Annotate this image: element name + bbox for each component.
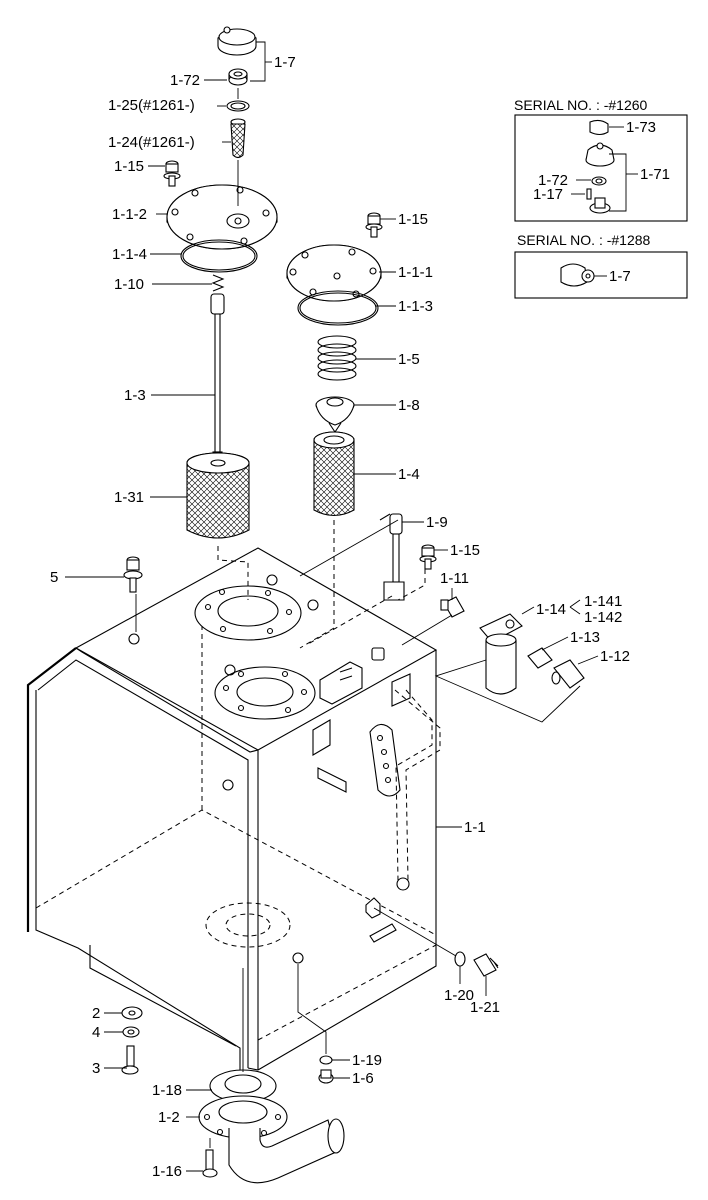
filter-element-1-31 bbox=[186, 452, 250, 539]
valve-1-8 bbox=[315, 396, 355, 433]
breather-cap-1-7 bbox=[217, 26, 257, 56]
filter-1-14 bbox=[479, 613, 523, 695]
label-1-6: 1-6 bbox=[352, 1070, 374, 1087]
label-5: 5 bbox=[50, 569, 58, 586]
strainer-1-24 bbox=[230, 118, 246, 159]
leader-lines bbox=[65, 41, 599, 1172]
cover-1-1-2 bbox=[166, 184, 278, 250]
bolt-5 bbox=[123, 556, 143, 593]
rod-1-3 bbox=[210, 293, 225, 467]
label-1-21: 1-21 bbox=[470, 999, 500, 1016]
hydraulic-tank-1-1 bbox=[26, 547, 441, 1071]
label-1-72-box: 1-72 bbox=[538, 172, 568, 189]
filter-element-1-4 bbox=[313, 431, 355, 517]
washer-1-25 bbox=[226, 100, 250, 112]
bolt-1-15-b bbox=[365, 212, 383, 238]
label-1-13: 1-13 bbox=[570, 629, 600, 646]
label-1-7-top: 1-7 bbox=[274, 54, 296, 71]
label-1-1-2: 1-1-2 bbox=[112, 206, 147, 223]
label-1-31: 1-31 bbox=[114, 489, 144, 506]
bolt-1-15-a bbox=[163, 160, 181, 187]
label-1-16: 1-16 bbox=[152, 1163, 182, 1180]
cap-1-73 bbox=[589, 119, 609, 136]
label-1-20: 1-20 bbox=[444, 987, 474, 1004]
top-flange-1 bbox=[194, 585, 302, 641]
cap-1-7-box bbox=[560, 263, 595, 287]
label-1-1-3: 1-1-3 bbox=[398, 298, 433, 315]
pin-1-17 bbox=[586, 188, 592, 200]
serial-box-2-title: SERIAL NO. : -#1288 bbox=[517, 232, 651, 248]
bolt-1-16 bbox=[202, 1149, 218, 1178]
label-1-15-b: 1-15 bbox=[398, 211, 428, 228]
label-1-19: 1-19 bbox=[352, 1052, 382, 1069]
serial-box-1-title: SERIAL NO. : -#1260 bbox=[514, 97, 648, 113]
top-flange-2 bbox=[214, 666, 316, 720]
nut-1-72-top bbox=[228, 68, 248, 86]
label-1-7-box: 1-7 bbox=[609, 268, 631, 285]
label-1-14: 1-14 bbox=[536, 601, 566, 618]
washer-4 bbox=[122, 1026, 140, 1038]
label-1-1-4: 1-1-4 bbox=[112, 246, 147, 263]
oring-1-20 bbox=[454, 951, 466, 967]
label-1-1-1: 1-1-1 bbox=[398, 264, 433, 281]
plug-1-6 bbox=[318, 1069, 334, 1084]
label-1-72-top: 1-72 bbox=[170, 72, 200, 89]
nut-1-72-box bbox=[591, 176, 607, 186]
bolt-3 bbox=[121, 1045, 139, 1075]
label-1-17: 1-17 bbox=[533, 186, 563, 203]
label-1-73: 1-73 bbox=[626, 119, 656, 136]
label-1-142: 1-142 bbox=[584, 609, 622, 626]
label-4: 4 bbox=[92, 1024, 100, 1041]
part-labels: 1-7 1-72 1-25(#1261-) 1-24(#1261-) 1-15 … bbox=[50, 54, 670, 1180]
serial-box-1 bbox=[514, 114, 688, 222]
oring-1-19 bbox=[319, 1055, 333, 1065]
label-1-1: 1-1 bbox=[464, 819, 486, 836]
label-1-15-a: 1-15 bbox=[114, 158, 144, 175]
washer-2 bbox=[121, 1006, 143, 1020]
gasket-1-1-4 bbox=[180, 239, 258, 273]
elbow-1-11 bbox=[440, 596, 465, 618]
bolt-1-15-c bbox=[419, 544, 437, 570]
label-1-8: 1-8 bbox=[398, 397, 420, 414]
label-1-141: 1-141 bbox=[584, 593, 622, 610]
label-1-9: 1-9 bbox=[426, 514, 448, 531]
label-1-2: 1-2 bbox=[158, 1109, 180, 1126]
gasket-1-1-3 bbox=[297, 290, 379, 326]
pipe-1-9 bbox=[379, 513, 405, 601]
label-1-12: 1-12 bbox=[600, 648, 630, 665]
label-1-24: 1-24(#1261-) bbox=[108, 134, 195, 151]
label-1-18: 1-18 bbox=[152, 1082, 182, 1099]
label-1-10: 1-10 bbox=[114, 276, 144, 293]
hose-1-12 bbox=[551, 659, 585, 689]
adapter-1-13 bbox=[527, 647, 553, 669]
label-1-11: 1-11 bbox=[440, 570, 469, 587]
label-1-25: 1-25(#1261-) bbox=[108, 97, 195, 114]
label-1-71: 1-71 bbox=[640, 166, 670, 183]
suction-pipe-1-2 bbox=[198, 1095, 345, 1184]
cover-1-1-1 bbox=[286, 244, 382, 302]
label-1-3: 1-3 bbox=[124, 387, 146, 404]
breather-1-71 bbox=[585, 142, 615, 167]
label-3: 3 bbox=[92, 1060, 100, 1077]
label-2: 2 bbox=[92, 1005, 100, 1022]
spring-1-10 bbox=[211, 274, 225, 292]
label-1-4: 1-4 bbox=[398, 466, 420, 483]
label-1-5: 1-5 bbox=[398, 351, 420, 368]
serial-box-2 bbox=[514, 251, 688, 299]
level-gauge bbox=[369, 723, 401, 797]
label-1-15-c: 1-15 bbox=[450, 542, 480, 559]
sensor-1-21 bbox=[473, 953, 499, 977]
spring-1-5 bbox=[317, 335, 357, 381]
fitting-1-71 bbox=[589, 197, 611, 214]
